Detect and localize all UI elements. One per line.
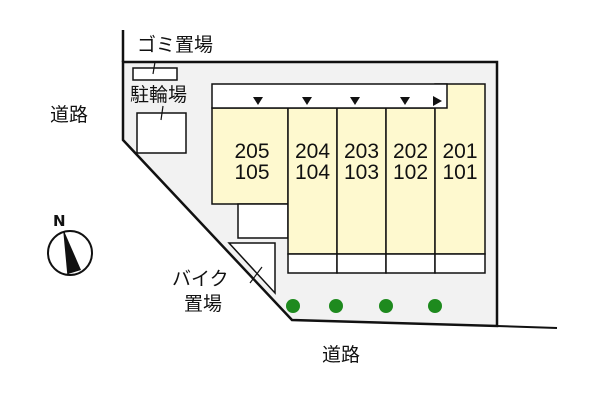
tree-icon [286, 299, 300, 313]
entrance-arrow-icon [350, 97, 360, 105]
unit-upper: 203 [343, 140, 380, 163]
unit-lower: 104 [294, 161, 331, 184]
unit-lower: 101 [442, 161, 478, 184]
entrance-markers [253, 96, 442, 106]
entrance-arrow-icon [302, 97, 312, 105]
garbage-area [132, 67, 178, 81]
compass-icon [47, 230, 93, 276]
tree-icon [379, 299, 393, 313]
garbage-leader [152, 61, 156, 75]
unit-203-103: 203 103 [337, 141, 386, 183]
unit-201-101: 201 101 [435, 141, 485, 183]
road-south-label: 道路 [322, 344, 361, 366]
bicycle-leader [160, 105, 164, 121]
compass-north-label: N [53, 212, 66, 230]
unit-lower: 102 [392, 161, 429, 184]
corridor [211, 83, 448, 109]
trees [286, 299, 442, 313]
motorbike-label-line1: バイク [172, 268, 229, 290]
road-west-label: 道路 [50, 104, 89, 126]
unit-205-105: 205 105 [226, 141, 278, 183]
entrance-arrow-icon [433, 96, 442, 106]
unit-204-104: 204 104 [288, 141, 337, 183]
unit-upper: 202 [392, 140, 429, 163]
bicycle-label: 駐輪場 [130, 84, 188, 106]
motorbike-leader [249, 266, 263, 284]
road-edge-south [496, 325, 558, 329]
unit-upper: 204 [294, 140, 331, 163]
tree-icon [329, 299, 343, 313]
unit-upper: 205 [234, 140, 270, 163]
motorbike-label-line2: 置場 [184, 293, 223, 315]
motorbike-area [227, 242, 276, 295]
garbage-label: ゴミ置場 [137, 34, 214, 56]
entrance-arrow-icon [253, 97, 263, 105]
unit-upper: 201 [442, 140, 478, 163]
entrance-arrow-icon [400, 97, 410, 105]
unit-lower: 105 [234, 161, 270, 184]
building [211, 83, 486, 274]
unit-lower: 103 [343, 161, 380, 184]
tree-icon [428, 299, 442, 313]
unit-202-102: 202 102 [386, 141, 435, 183]
